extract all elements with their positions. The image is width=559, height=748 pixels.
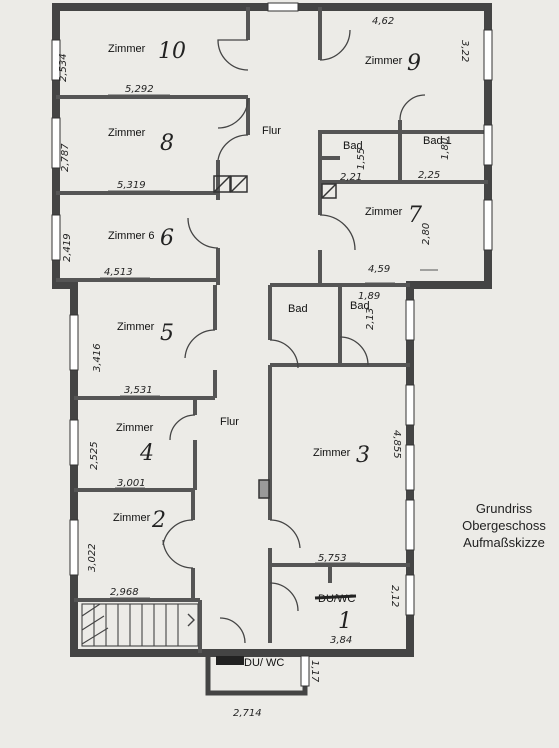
dim-bad-top-height: 1,55 <box>356 148 367 170</box>
dim-z10-width: 5,292 <box>125 84 154 95</box>
dim-bad-right-width: 1,89 <box>358 291 380 302</box>
dim-z2-height: 3,022 <box>87 543 98 572</box>
dim-z10-height: 2,534 <box>58 53 69 82</box>
dim-z7-width: 4,59 <box>368 264 390 275</box>
dim-z3-width: 5,753 <box>318 553 347 564</box>
interior-walls <box>56 7 488 653</box>
staircase <box>81 603 199 647</box>
room-number-3: 3 <box>356 443 370 468</box>
dim-bad-right-height: 2,13 <box>365 308 376 330</box>
room-number-10: 10 <box>158 39 186 64</box>
windows <box>51 2 493 687</box>
room-label-zimmer-2: Zimmer <box>113 512 151 524</box>
strike-du-wc <box>314 594 357 600</box>
room-label-zimmer-5: Zimmer <box>117 321 155 333</box>
caption-line-3: Aufmaßskizze <box>463 535 545 550</box>
dim-z3-height: 4,855 <box>391 430 402 459</box>
dim-wc-height: 2,12 <box>389 585 400 607</box>
room-number-1: 1 <box>338 609 352 634</box>
room-label-zimmer-10: Zimmer <box>108 43 146 55</box>
shafts <box>213 175 337 499</box>
room-label-bad-left: Bad <box>288 303 308 315</box>
room-number-9: 9 <box>407 51 421 76</box>
plan-caption: Grundriss Obergeschoss Aufmaßskizze <box>448 500 559 551</box>
dim-z2-width: 2,968 <box>110 587 139 598</box>
dim-z4-width: 3,001 <box>117 478 146 489</box>
room-label-zimmer-4: Zimmer <box>116 422 154 434</box>
dim-z6-height: 2,419 <box>62 233 73 262</box>
room-number-7: 7 <box>408 203 422 228</box>
room-number-8: 8 <box>160 131 174 156</box>
dim-bad1-height: 1,80 <box>440 138 451 160</box>
dim-bottom-height: 1,17 <box>309 660 320 683</box>
dim-z9-width: 4,62 <box>372 16 394 27</box>
hall-label-mid: Flur <box>220 416 239 428</box>
dim-bad-mid: 2,21 <box>340 172 362 183</box>
room-label-zimmer-8: Zimmer <box>108 127 146 139</box>
room-label-zimmer-6: Zimmer 6 <box>108 230 154 242</box>
dim-z5-width: 3,531 <box>124 385 153 396</box>
room-label-bad-top: Bad <box>343 140 363 152</box>
room-label-zimmer-3: Zimmer <box>313 447 351 459</box>
room-number-6: 6 <box>160 226 174 251</box>
dim-z9-height: 3,22 <box>459 40 470 62</box>
room-label-bad-right: Bad <box>350 300 370 312</box>
dim-wc-width: 3,84 <box>330 635 352 646</box>
room-number-4: 4 <box>139 441 154 466</box>
caption-line-2: Obergeschoss <box>462 518 546 533</box>
room-label-bad-1: Bad 1 <box>423 135 452 147</box>
room-label-du-wc-bottom: DU/ WC <box>244 657 284 669</box>
strike-bottom-label <box>216 656 244 665</box>
door-swings <box>162 29 426 644</box>
room-label-zimmer-9: Zimmer <box>365 55 403 67</box>
dim-z6-width: 4,513 <box>104 267 133 278</box>
hall-label-top: Flur <box>262 125 281 137</box>
dim-z7-height: 2,80 <box>421 223 432 245</box>
dim-z8-height: 2,787 <box>60 143 71 172</box>
room-label-zimmer-7: Zimmer <box>365 206 403 218</box>
room-number-2: 2 <box>151 508 166 533</box>
caption-line-1: Grundriss <box>475 501 533 516</box>
dim-z5-height: 3,416 <box>92 343 103 372</box>
dim-z4-height: 2,525 <box>89 441 100 470</box>
dim-bad1-width: 2,25 <box>418 170 440 181</box>
dimension-lines <box>100 94 438 599</box>
dim-bottom-width: 2,714 <box>233 708 262 719</box>
dim-z8-width: 5,319 <box>117 180 146 191</box>
room-number-5: 5 <box>160 321 174 346</box>
